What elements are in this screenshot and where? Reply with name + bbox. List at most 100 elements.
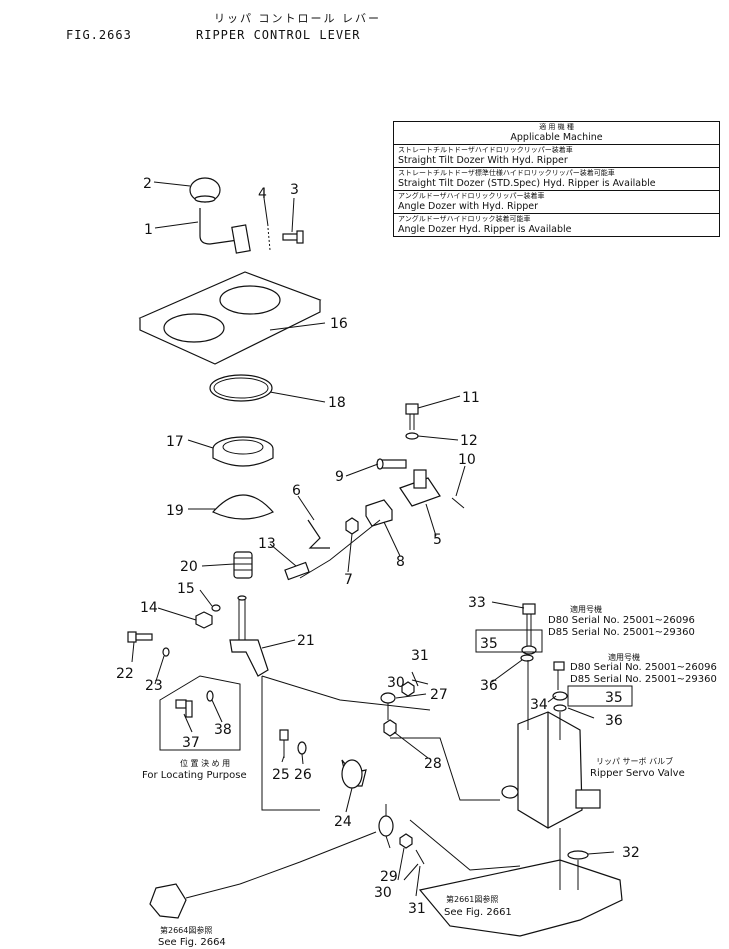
- callout-3: 3: [290, 182, 299, 198]
- callout-30-upper: 30: [387, 675, 405, 691]
- bolt-34: [553, 661, 565, 690]
- rod-end-29: [378, 804, 394, 837]
- servo-note: Ripper Servo Valve: [590, 768, 685, 779]
- washer-38: [206, 690, 214, 702]
- nut-7: [345, 517, 359, 535]
- callout-7: 7: [344, 572, 353, 588]
- callout-28: 28: [424, 756, 442, 772]
- callout-19: 19: [166, 503, 184, 519]
- callout-14: 14: [140, 600, 158, 616]
- serial-heading-jp: 適用号機: [570, 604, 602, 614]
- table-heading: 適 用 機 種 Applicable Machine: [394, 122, 719, 144]
- serial-line: D80 Serial No. 25001~26096: [570, 662, 717, 673]
- row-jp: ストレートチルトドーザ標準仕様ハイドロリックリッパー装着可能車: [398, 169, 615, 177]
- cover-plate: [138, 271, 322, 365]
- spring: [233, 551, 253, 579]
- callout-35-left: 35: [480, 636, 498, 652]
- serial-line: D85 Serial No. 25001~29360: [548, 627, 695, 638]
- lever-24: [341, 759, 367, 789]
- table-row: ストレートチルトドーザハイドロリックリッパー装着車 Straight Tilt …: [394, 144, 719, 167]
- callout-13: 13: [258, 536, 276, 552]
- callout-26: 26: [294, 767, 312, 783]
- callout-36-right: 36: [605, 713, 623, 729]
- table-row: アングルドーザハイドロリック装着可能車 Angle Dozer Hyd. Rip…: [394, 213, 719, 236]
- serial-note-left: 適用号機 D80 Serial No. 25001~26096 D85 Seri…: [548, 604, 695, 638]
- callout-37: 37: [182, 735, 200, 751]
- callout-20: 20: [180, 559, 198, 575]
- lever-shaft: [229, 595, 269, 677]
- nut-30-upper: [401, 681, 415, 697]
- washer-36-right: [553, 704, 567, 712]
- callout-10: 10: [458, 452, 476, 468]
- box-35-left: [475, 629, 543, 653]
- callout-21: 21: [297, 633, 315, 649]
- table-row: ストレートチルトドーザ標準仕様ハイドロリックリッパー装着可能車 Straight…: [394, 167, 719, 190]
- see-fig-2664: See Fig. 2664: [158, 937, 226, 948]
- callout-34: 34: [530, 697, 548, 713]
- table-row: アングルドーザハイドロリックリッパー装着車 Angle Dozer with H…: [394, 190, 719, 213]
- callout-29: 29: [380, 869, 398, 885]
- callout-36-left: 36: [480, 678, 498, 694]
- callout-35-right: 35: [605, 690, 623, 706]
- callout-38: 38: [214, 722, 232, 738]
- row-en: Straight Tilt Dozer With Hyd. Ripper: [398, 155, 568, 166]
- serial-line: D80 Serial No. 25001~26096: [548, 615, 695, 626]
- callout-23: 23: [145, 678, 163, 694]
- lever-2664: [149, 883, 241, 919]
- bolt-33: [522, 603, 536, 648]
- washer-36-left: [520, 654, 534, 662]
- bolt-11: [405, 403, 419, 430]
- callout-32: 32: [622, 845, 640, 861]
- row-jp: アングルドーザハイドロリックリッパー装着車: [398, 192, 545, 200]
- row-jp: アングルドーザハイドロリック装着可能車: [398, 215, 531, 223]
- rod-end-13: [284, 561, 310, 581]
- callout-17: 17: [166, 434, 184, 450]
- callout-11: 11: [462, 390, 480, 406]
- callout-2: 2: [143, 176, 152, 192]
- bolt-37: [175, 699, 193, 718]
- cotter-pin-31-upper: [411, 671, 419, 687]
- washer-15: [211, 604, 221, 612]
- ripper-servo-valve: [501, 711, 601, 829]
- see-fig-2661: See Fig. 2661: [444, 907, 512, 918]
- bolt-3: [282, 230, 304, 244]
- pin-9: [376, 458, 407, 470]
- see-fig-2661-jp: 第2661図参照: [446, 894, 498, 904]
- locating-note-jp: 位 置 決 め 用: [180, 758, 230, 768]
- bracket-5: [399, 469, 441, 507]
- rod-6: [307, 519, 330, 549]
- heading-jp: 適 用 機 種: [539, 123, 574, 131]
- row-en: Angle Dozer with Hyd. Ripper: [398, 201, 538, 212]
- locating-note: For Locating Purpose: [142, 770, 247, 781]
- callout-18: 18: [328, 395, 346, 411]
- heading-en: Applicable Machine: [510, 132, 603, 143]
- callout-12: 12: [460, 433, 478, 449]
- cap: [212, 494, 274, 520]
- callout-9: 9: [335, 469, 344, 485]
- washer-35-right: [552, 691, 568, 701]
- callout-numbers: 1 2 3 4 16 18 17 19 20 15 14 6 13 7 8 9 …: [116, 176, 640, 917]
- leader-lines: [131, 181, 615, 897]
- applicable-machine-table: 適 用 機 種 Applicable Machine ストレートチルトドーザハイ…: [393, 121, 720, 237]
- spring-pin: [267, 227, 271, 251]
- callout-1: 1: [144, 222, 153, 238]
- clevis-8: [365, 499, 393, 527]
- washer-23: [162, 647, 170, 657]
- bolt-22: [127, 631, 153, 643]
- callout-31-upper: 31: [411, 648, 429, 664]
- callout-27: 27: [430, 687, 448, 703]
- callout-16: 16: [330, 316, 348, 332]
- nut-28: [383, 719, 397, 737]
- figure-number: FIG.2663: [66, 28, 132, 42]
- callout-25: 25: [272, 767, 290, 783]
- serial-line: D85 Serial No. 25001~29360: [570, 674, 717, 685]
- see-fig-2664-jp: 第2664図参照: [160, 925, 212, 935]
- washer-35-left: [521, 645, 537, 655]
- callout-6: 6: [292, 483, 301, 499]
- callout-4: 4: [258, 186, 267, 202]
- callout-33: 33: [468, 595, 486, 611]
- callout-8: 8: [396, 554, 405, 570]
- locating-bracket: [159, 675, 241, 751]
